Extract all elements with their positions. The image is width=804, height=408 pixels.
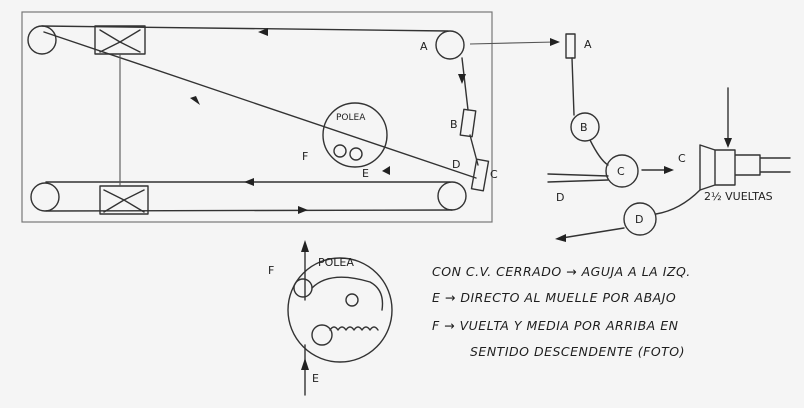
pulley-large (287, 257, 393, 363)
pulley-a (435, 30, 465, 60)
arrow-icon (298, 206, 308, 214)
label-c: C (678, 152, 686, 165)
belt-path-sketch: A B C D E F POLEA (21, 11, 560, 223)
label-d: D (556, 191, 564, 204)
label-c-circle: C (617, 165, 625, 178)
label-b: B (580, 121, 588, 134)
arrow-icon (664, 166, 674, 174)
note-line: F → VUELTA Y MEDIA POR ARRIBA EN (432, 318, 679, 333)
guide-c (470, 158, 490, 192)
label-a: A (584, 38, 592, 51)
label-e: E (362, 167, 369, 180)
arrow-icon (301, 358, 309, 370)
arrow-icon (550, 38, 560, 46)
top-spool (94, 25, 146, 55)
frame (21, 11, 493, 223)
guide-d (547, 173, 609, 183)
arrow-icon (382, 166, 390, 175)
arrow-icon (244, 178, 254, 186)
notes: CON C.V. CERRADO → AGUJA A LA IZQ. E → D… (432, 264, 691, 359)
threading-detail-sketch: A B C C D D 2½ VUELTAS (547, 33, 791, 242)
note-line: SENTIDO DESCENDENTE (FOTO) (470, 344, 685, 359)
arrow-icon (458, 74, 466, 84)
guide-a (565, 33, 576, 59)
diagonal-belt (43, 31, 477, 179)
circle-d (623, 202, 657, 236)
arrow-icon (301, 240, 309, 252)
label-pulley: POLEA (318, 256, 354, 269)
pulley-circle (322, 102, 388, 168)
pulley-detail-sketch: POLEA F E (268, 240, 393, 396)
guide-b (459, 108, 477, 138)
arrow-icon (258, 28, 268, 36)
label-c: C (490, 168, 498, 181)
label-pulley: POLEA (336, 113, 366, 123)
arrow-icon (724, 138, 732, 148)
label-b: B (450, 118, 458, 131)
label-d: D (452, 158, 460, 171)
label-turns: 2½ VUELTAS (704, 190, 773, 203)
label-f: F (268, 264, 274, 277)
label-a: A (420, 40, 428, 53)
pulley-top-left (27, 25, 57, 55)
label-f: F (302, 150, 308, 163)
bottom-spool (99, 185, 149, 215)
note-line: CON C.V. CERRADO → AGUJA A LA IZQ. (432, 264, 691, 279)
needle-spool (699, 144, 791, 191)
circle-c (605, 154, 639, 188)
arrow-icon (190, 96, 200, 105)
circle-b (570, 112, 600, 142)
label-e: E (312, 372, 319, 385)
arrow-icon (555, 234, 566, 242)
label-d-circle: D (635, 213, 643, 226)
pulley-bottom-left (30, 182, 60, 212)
pulley-bottom-right (437, 181, 467, 211)
note-line: E → DIRECTO AL MUELLE POR ABAJO (432, 290, 676, 305)
